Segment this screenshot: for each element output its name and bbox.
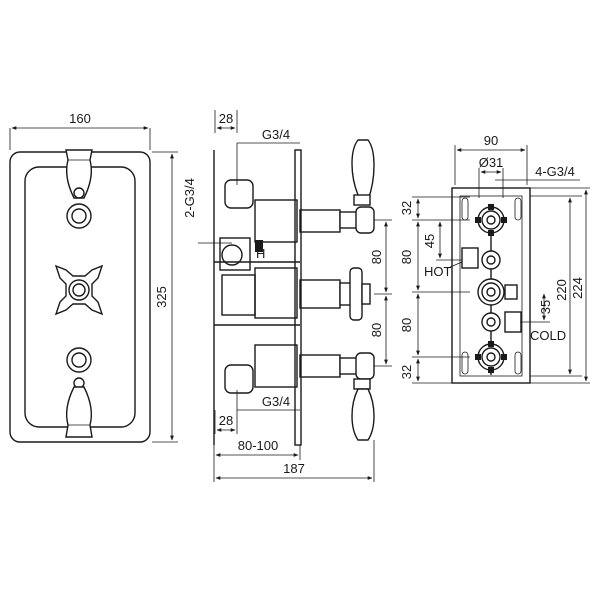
rear-diameter-label: Ø31 bbox=[479, 155, 504, 170]
side-center-knob bbox=[339, 267, 371, 321]
side-bottom-lever bbox=[339, 352, 375, 441]
side-overall-depth-label: 187 bbox=[283, 461, 305, 476]
rear-bottom-cartridge bbox=[475, 341, 507, 373]
front-view: 160 325 bbox=[9, 111, 178, 443]
side-bottom-cartridge bbox=[254, 344, 298, 388]
rear-spacing-top-label: 80 bbox=[399, 250, 414, 264]
bottom-lever-handle bbox=[65, 347, 93, 438]
rear-cold-inlet bbox=[481, 311, 522, 333]
side-top-inlet bbox=[224, 179, 254, 209]
rear-hot-inlet bbox=[461, 247, 501, 270]
side-depth-label: 80-100 bbox=[238, 438, 278, 453]
side-top-cartridge bbox=[254, 199, 298, 243]
rear-hot-label: HOT bbox=[424, 264, 452, 279]
side-top-offset-label: 28 bbox=[219, 111, 233, 126]
top-lever-handle bbox=[65, 149, 93, 229]
rear-center-cartridge bbox=[477, 278, 518, 306]
rear-hot-offset-label: 45 bbox=[422, 234, 437, 248]
front-width-label: 160 bbox=[69, 111, 91, 126]
rear-bottom-margin-label: 32 bbox=[399, 365, 414, 379]
front-height-label: 325 bbox=[154, 286, 169, 308]
rear-spacing-bottom-label: 80 bbox=[399, 318, 414, 332]
side-spacing-top-label: 80 bbox=[369, 250, 384, 264]
rear-thread-label: 4-G3/4 bbox=[535, 164, 575, 179]
side-left-thread-label: 2-G3/4 bbox=[182, 178, 197, 218]
rear-cold-label: COLD bbox=[530, 328, 566, 343]
side-inlet-block bbox=[219, 237, 251, 271]
rear-height-inner-label: 220 bbox=[554, 279, 569, 301]
side-top-lever bbox=[339, 139, 375, 234]
rear-top-cartridge bbox=[475, 204, 507, 236]
rear-frame bbox=[451, 187, 531, 384]
rear-width-label: 90 bbox=[484, 133, 498, 148]
side-view: 28 G3/4 2-G3/4 H bbox=[182, 110, 392, 482]
side-bottom-thread-label: G3/4 bbox=[262, 394, 290, 409]
center-cross-handle bbox=[54, 264, 104, 316]
rear-view: 90 Ø31 4-G3/4 bbox=[399, 133, 590, 384]
side-bottom-offset-label: 28 bbox=[219, 413, 233, 428]
rear-top-margin-label: 32 bbox=[399, 201, 414, 215]
side-spacing-bottom-label: 80 bbox=[369, 323, 384, 337]
rear-height-outer-label: 224 bbox=[570, 277, 585, 299]
side-wall-plate bbox=[294, 149, 302, 446]
side-top-thread-label: G3/4 bbox=[262, 127, 290, 142]
rear-cold-offset-label: 35 bbox=[538, 300, 553, 314]
side-bottom-inlet bbox=[224, 364, 254, 394]
side-center-cartridge bbox=[254, 267, 298, 319]
side-marker-h: H bbox=[256, 246, 265, 261]
